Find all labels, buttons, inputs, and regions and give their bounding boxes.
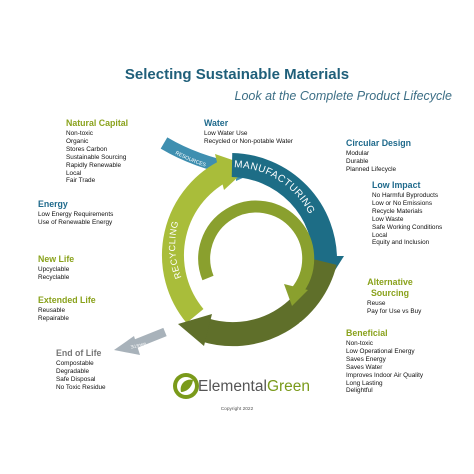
waste-arrowhead [114,336,140,355]
list-item: Reusable [38,307,66,314]
list-item: Low Operational Energy [346,347,415,355]
manufacturing-arrow [231,153,338,263]
list-item: Use of Renewable Energy [38,218,113,226]
low-impact-heading: Low Impact [372,180,421,190]
use-arrow [201,258,337,347]
list-item: Low Waste [372,215,404,223]
list-item: Pay for Use vs Buy [367,307,422,315]
list-item: No Harmful Byproducts [372,192,439,199]
list-item: Safe Disposal [56,375,96,383]
energy-heading: Energy [38,199,68,209]
list-item: Reuse [367,300,386,307]
use-arrowhead [178,314,212,346]
list-item: Rapidly Renewable [66,161,122,169]
list-item: Organic [66,137,89,145]
list-item: Modular [346,150,370,157]
list-item: No Toxic Residue [56,383,106,391]
alternative-sourcing-heading: Alternative Sourcing [367,277,413,298]
list-item: Low or No Emissions [372,199,433,207]
logo-wordmark: ElementalGreen [198,378,310,396]
list-item: Upcyclable [38,266,70,273]
list-item: Saves Energy [346,355,386,363]
circular-design-heading: Circular Design [346,138,412,148]
list-item: Repairable [38,314,69,322]
list-item: Fair Trade [66,177,96,185]
list-item: Equity and Inclusion [372,239,430,247]
beneficial-heading: Beneficial [346,328,388,338]
list-item: Compostable [56,360,94,367]
reuse-loop-arrow [198,200,315,296]
list-item: Sustainable Sourcing [66,153,127,161]
list-item: Degradable [56,367,90,375]
list-item: Recycled or Non-potable Water [204,137,293,145]
logo-name-part1: Elemental [198,378,267,395]
new-life-heading: New Life [38,254,75,264]
list-item: Low Energy Requirements [38,211,114,218]
list-item: Planned Lifecycle [346,165,397,173]
list-item: Improves Indoor Air Quality [346,371,424,379]
page-title: Selecting Sustainable Materials [124,66,350,83]
end-of-life-heading: End of Life [56,348,102,358]
list-item: Local [66,169,82,177]
water-heading: Water [204,118,229,128]
list-item: Long Lasting [346,379,383,387]
recycling-outer-arrow [162,159,233,324]
list-item: Safe Working Conditions [372,223,443,231]
reuse-loop-arrowhead [284,284,308,306]
list-item: Local [372,231,388,239]
list-item: Durable [346,157,369,165]
logo-icon [173,373,199,399]
natural-capital-heading: Natural Capital [66,118,129,128]
recycling-inner-label: RECYCLING [216,281,245,303]
list-item: Stores Carbon [66,145,108,153]
copyright-text: Copyright 2022 [220,407,254,412]
list-item: Non-toxic [346,340,373,347]
list-item: Delightful [346,387,373,395]
extended-life-heading: Extended Life [38,295,96,305]
page-subtitle: Look at the Complete Product Lifecycle [234,89,452,103]
list-item: Non-toxic [66,130,93,137]
list-item: Recycle Materials [372,207,423,215]
list-item: Low Water Use [204,130,248,137]
reuse-label: REUSE [233,233,253,247]
list-item: Recyclable [38,273,70,281]
list-item: Saves Water [346,363,383,371]
waste-label: WASTE [130,341,147,349]
logo-name-part2: Green [266,378,311,395]
